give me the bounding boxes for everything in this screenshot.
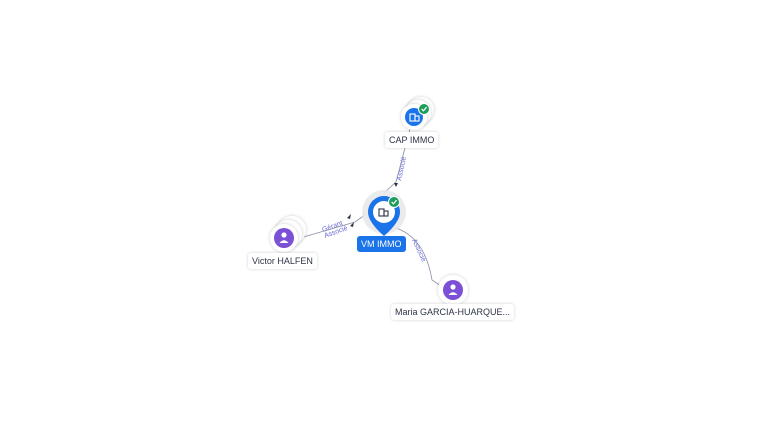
node-label-victor-halfen[interactable]: Victor HALFEN (248, 253, 317, 269)
node-label-vm-immo[interactable]: VM IMMO (357, 236, 406, 252)
person-icon (279, 232, 289, 243)
node-cap-immo[interactable] (401, 97, 434, 130)
node-label-cap-immo[interactable]: CAP IMMO (385, 132, 439, 148)
check-badge-icon (388, 196, 400, 208)
building-icon (409, 113, 420, 122)
node-maria-garcia[interactable] (438, 275, 468, 305)
node-vm-immo[interactable] (362, 190, 406, 236)
person-icon (448, 284, 458, 295)
edge-label-cap: Associé (396, 156, 408, 182)
node-label-maria-garcia[interactable]: Maria GARCIA-HUARQUE... (391, 304, 515, 320)
building-icon (378, 208, 389, 217)
check-badge-icon (418, 103, 430, 115)
node-victor-halfen[interactable] (270, 216, 306, 252)
edge-main-victor[interactable]: Gérant Associé (299, 214, 366, 240)
edge-label-maria: Associé (410, 238, 427, 263)
